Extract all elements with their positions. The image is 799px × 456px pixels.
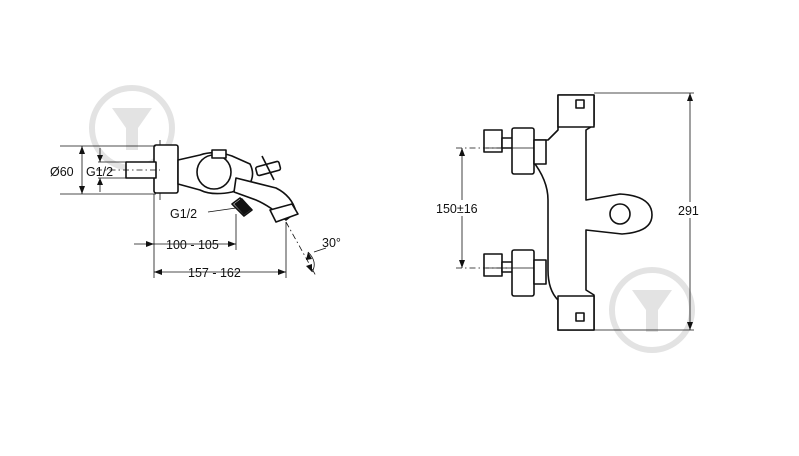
inlet-thread-label: G1/2 — [86, 165, 113, 179]
upper-eccentric-collar — [533, 139, 547, 165]
lower-inlet-fitting — [483, 253, 503, 277]
knob-lever — [261, 155, 275, 181]
mixer-housing — [196, 154, 232, 190]
upper-inlet-fitting — [483, 129, 503, 153]
outlet-knob — [609, 203, 631, 225]
front-view: 150±16 291 — [434, 92, 704, 331]
height-label: 291 — [678, 204, 699, 218]
upper-eccentric — [511, 127, 535, 175]
bottom-cap-screw — [575, 312, 585, 322]
thermostat-body — [531, 94, 653, 331]
diameter-label: Ø60 — [50, 165, 74, 179]
projection-short-label: 100 - 105 — [166, 238, 219, 252]
lower-eccentric-collar — [533, 259, 547, 285]
wall-flange — [153, 144, 179, 194]
watermark-logo-right — [609, 267, 695, 353]
inlet-spacing-label: 150±16 — [436, 202, 478, 216]
lower-eccentric — [511, 249, 535, 297]
spout-angle-label: 30° — [322, 236, 341, 250]
top-cap-screw — [575, 99, 585, 109]
outlet-thread-label: G1/2 — [170, 207, 197, 221]
spout-outlet — [269, 203, 299, 223]
projection-long-label: 157 - 162 — [188, 266, 241, 280]
side-view: Ø60 G1/2 G1/2 100 - 105 157 - 162 30° — [50, 140, 341, 280]
handle-collar — [211, 149, 227, 159]
shower-outlet-thread — [234, 198, 252, 215]
